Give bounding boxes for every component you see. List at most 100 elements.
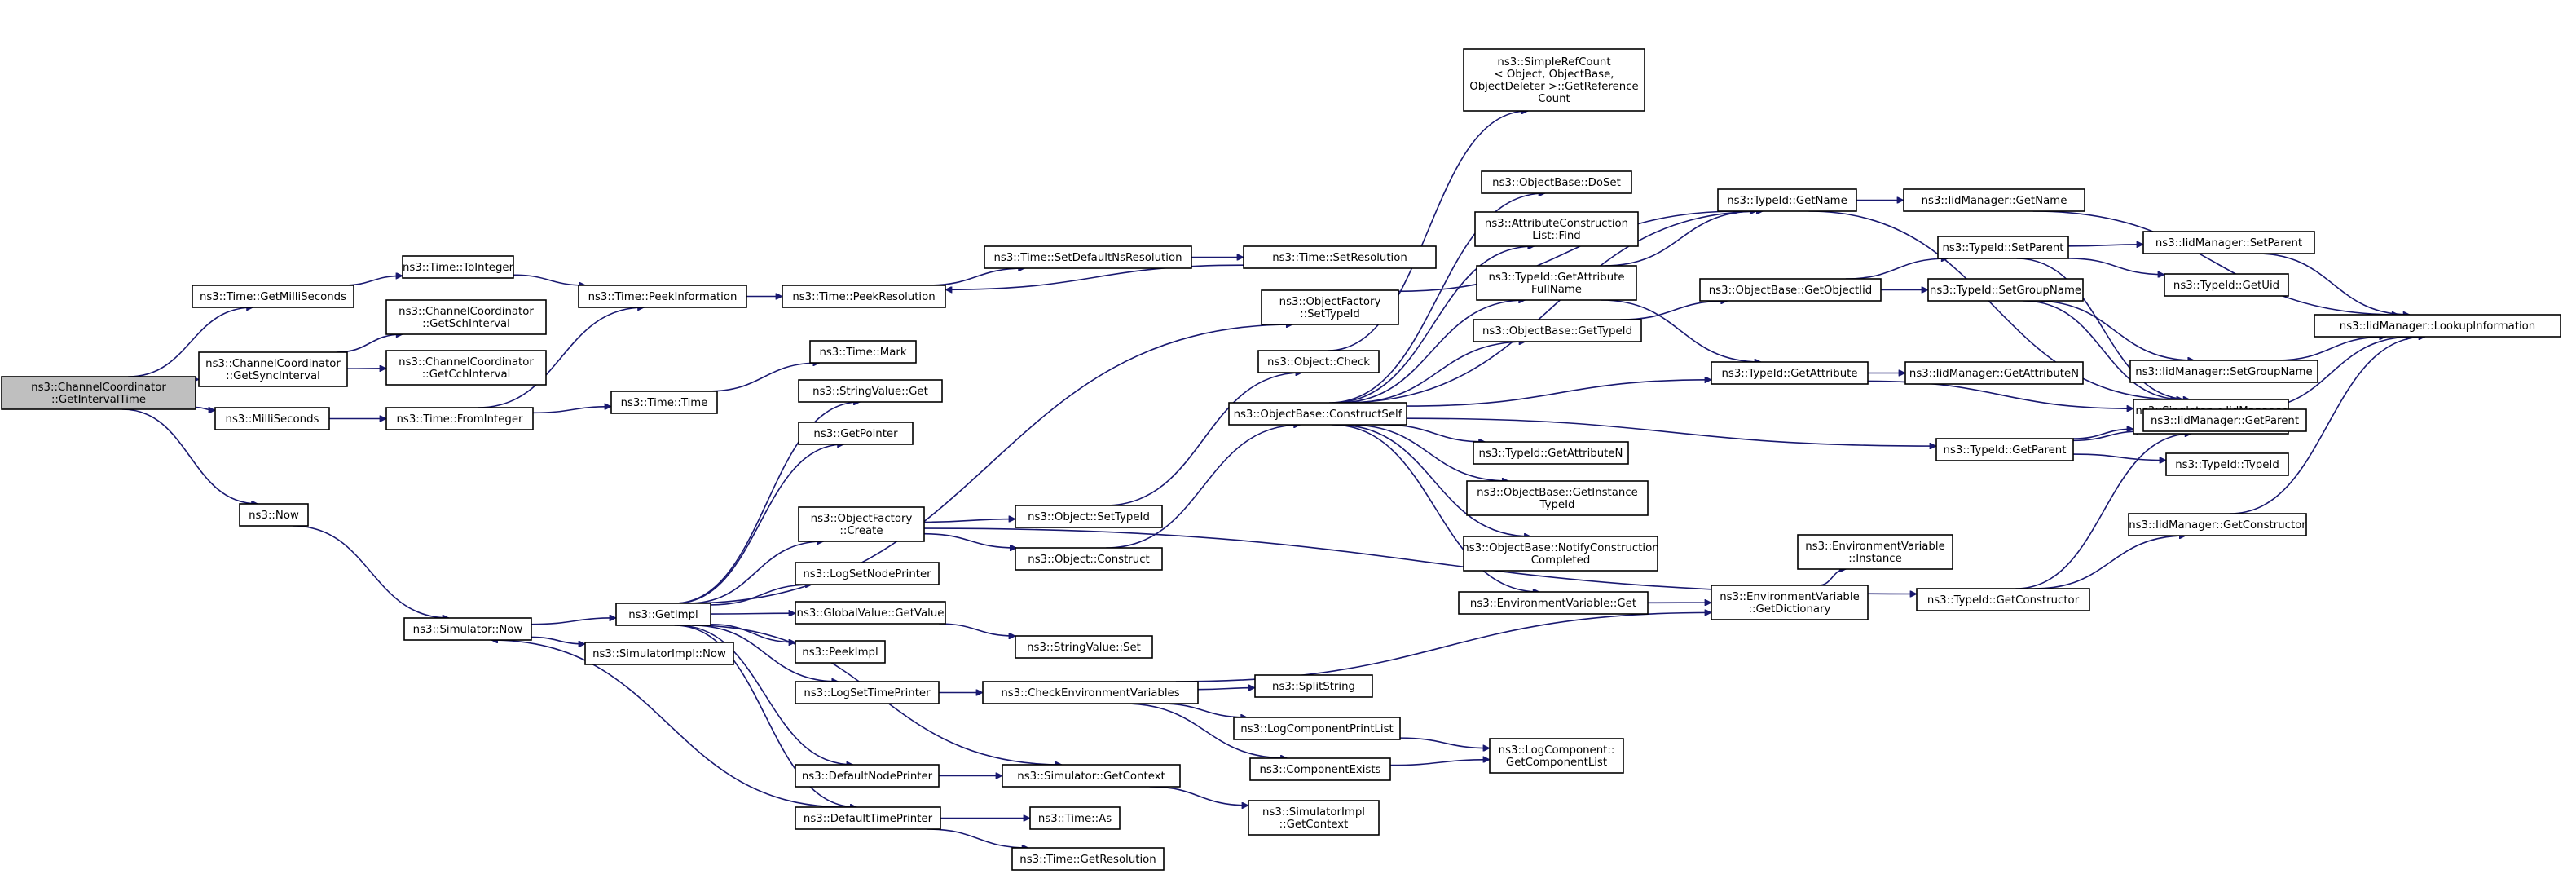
node-label: List::Find: [1532, 230, 1580, 242]
node-box: [1254, 674, 1373, 698]
node-logtimeprinter[interactable]: ns3::LogSetTimePrinter: [795, 681, 940, 704]
node-defnodeprinter[interactable]: ns3::DefaultNodePrinter: [795, 764, 940, 788]
node-tidgetuid[interactable]: ns3::TypeId::GetUid: [2164, 273, 2289, 297]
node-tidgetconstructor[interactable]: ns3::TypeId::GetConstructor: [1916, 588, 2090, 611]
node-obdoset[interactable]: ns3::ObjectBase::DoSet: [1481, 170, 1632, 194]
edge-tidgetconstructor-to-iidgetconstructor: [2034, 536, 2186, 589]
node-label: ns3::ObjectBase::ConstructSelf: [1234, 408, 1402, 421]
node-simimplgetcontext[interactable]: ns3::SimulatorImpl::GetContext: [1248, 800, 1380, 836]
node-label: ns3::TypeId::TypeId: [2175, 459, 2279, 471]
node-label: ns3::Simulator::Now: [413, 624, 523, 636]
node-timegetres[interactable]: ns3::Time::GetResolution: [1011, 847, 1165, 871]
node-getcch[interactable]: ns3::ChannelCoordinator::GetCchInterval: [385, 350, 547, 386]
node-iidsetparent[interactable]: ns3::IidManager::SetParent: [2142, 231, 2315, 254]
node-envget[interactable]: ns3::EnvironmentVariable::Get: [1458, 591, 1649, 615]
node-root[interactable]: ns3::ChannelCoordinator::GetIntervalTime: [1, 376, 196, 410]
node-box: [809, 340, 917, 364]
node-ofsettypeid[interactable]: ns3::ObjectFactory::SetTypeId: [1261, 289, 1399, 325]
node-obgettypeid[interactable]: ns3::ObjectBase::GetTypeId: [1473, 319, 1642, 342]
node-gvgetvalue[interactable]: ns3::GlobalValue::GetValue: [795, 601, 946, 625]
node-timetime[interactable]: ns3::Time::Time: [610, 391, 718, 414]
node-iidgetname[interactable]: ns3::IidManager::GetName: [1903, 188, 2085, 212]
node-getmilli[interactable]: ns3::Time::GetMilliSeconds: [192, 285, 354, 308]
node-timemark[interactable]: ns3::Time::Mark: [809, 340, 917, 364]
edge-tidsetparent-to-iidsetparent: [2067, 245, 2143, 246]
edge-iidsetparent-to-iidlookupinfo: [2256, 253, 2410, 315]
edge-logcompprint-to-logcompgetlist: [1399, 737, 1490, 748]
node-box: [198, 351, 348, 387]
node-tidgetname[interactable]: ns3::TypeId::GetName: [1717, 188, 1857, 212]
node-setres[interactable]: ns3::Time::SetResolution: [1243, 245, 1437, 269]
node-box: [1015, 505, 1163, 528]
edge-tidgetattrfullname-to-tidgetname: [1604, 211, 1757, 267]
edge-tidgetconstructor-to-singletonget: [2015, 434, 2191, 589]
node-label: ns3::AttributeConstruction: [1485, 218, 1628, 230]
node-tidsetparent[interactable]: ns3::TypeId::SetParent: [1937, 236, 2069, 259]
node-getpointer[interactable]: ns3::GetPointer: [798, 422, 914, 445]
node-obgetobjecttid[interactable]: ns3::ObjectBase::GetObjectIid: [1699, 278, 1882, 302]
node-label: ns3::IidManager::LookupInformation: [2340, 320, 2535, 333]
node-obnotifyconst[interactable]: ns3::ObjectBase::NotifyConstructionCompl…: [1462, 536, 1659, 572]
node-iidsetgroupname[interactable]: ns3::IidManager::SetGroupName: [2129, 360, 2318, 383]
node-label: ::GetDictionary: [1749, 603, 1831, 616]
node-lognodeprinter[interactable]: ns3::LogSetNodePrinter: [795, 562, 940, 585]
node-tidtypeid[interactable]: ns3::TypeId::TypeId: [2165, 452, 2289, 476]
node-iidgetattrn[interactable]: ns3::IidManager::GetAttributeN: [1904, 361, 2084, 385]
node-deftimeprinter[interactable]: ns3::DefaultTimePrinter: [795, 806, 941, 830]
node-peekinfo[interactable]: ns3::Time::PeekInformation: [578, 285, 747, 308]
node-envgetdict[interactable]: ns3::EnvironmentVariable::GetDictionary: [1711, 585, 1869, 620]
node-getsch[interactable]: ns3::ChannelCoordinator::GetSchInterval: [385, 299, 547, 335]
node-peekimpl[interactable]: ns3::PeekImpl: [795, 640, 886, 664]
node-getimpl[interactable]: ns3::GetImpl: [615, 603, 711, 626]
node-tidsetgroupname[interactable]: ns3::TypeId::SetGroupName: [1927, 278, 2084, 302]
node-tidgetattr[interactable]: ns3::TypeId::GetAttribute: [1711, 361, 1869, 385]
node-label: ObjectDeleter >::GetReference: [1469, 81, 1638, 93]
node-obconstructself[interactable]: ns3::ObjectBase::ConstructSelf: [1228, 402, 1407, 426]
node-simplerefcount[interactable]: ns3::SimpleRefCount< Object, ObjectBase,…: [1463, 48, 1645, 112]
node-label: ns3::Time::SetDefaultNsResolution: [993, 252, 1182, 264]
node-now[interactable]: ns3::Now: [239, 503, 309, 527]
node-box: [1476, 265, 1637, 301]
node-envinstance[interactable]: ns3::EnvironmentVariable::Instance: [1797, 534, 1953, 570]
node-box: [403, 617, 532, 641]
node-box: [795, 640, 886, 664]
node-label: ns3::GetImpl: [628, 609, 698, 621]
node-stringvalueget[interactable]: ns3::StringValue::Get: [798, 379, 943, 403]
node-splitstring[interactable]: ns3::SplitString: [1254, 674, 1373, 698]
node-timeas[interactable]: ns3::Time::As: [1029, 806, 1121, 830]
node-milliseconds[interactable]: ns3::MilliSeconds: [214, 407, 330, 430]
node-label: ns3::ChannelCoordinator: [205, 358, 341, 370]
edge-getimpl-to-logtimeprinter: [692, 625, 839, 682]
node-checkenv[interactable]: ns3::CheckEnvironmentVariables: [982, 681, 1199, 704]
node-objcheck[interactable]: ns3::Object::Check: [1257, 350, 1380, 373]
node-iidlookupinfo[interactable]: ns3::IidManager::LookupInformation: [2314, 314, 2561, 338]
node-objconstruct[interactable]: ns3::Object::Construct: [1015, 547, 1163, 571]
node-iidgetconstructor[interactable]: ns3::IidManager::GetConstructor: [2128, 513, 2307, 536]
node-frominteger[interactable]: ns3::Time::FromInteger: [385, 407, 534, 430]
edge-peekres-to-setdefns: [927, 268, 1024, 286]
node-label: ns3::GetPointer: [813, 428, 898, 440]
node-simnow[interactable]: ns3::Simulator::Now: [403, 617, 532, 641]
node-logcompgetlist[interactable]: ns3::LogComponent::GetComponentList: [1489, 738, 1624, 774]
edge-getimpl-to-ofsettypeid: [687, 324, 1292, 604]
node-stringvalueset[interactable]: ns3::StringValue::Set: [1015, 635, 1153, 659]
node-getsync[interactable]: ns3::ChannelCoordinator::GetSyncInterval: [198, 351, 348, 387]
node-simgetcontext[interactable]: ns3::Simulator::GetContext: [1002, 764, 1181, 788]
node-iidgetparent[interactable]: ns3::IidManager::GetParent: [2142, 408, 2307, 432]
node-label: ns3::SimpleRefCount: [1497, 56, 1610, 68]
node-compexists[interactable]: ns3::ComponentExists: [1249, 757, 1391, 781]
edge-obgettypeid-to-obgetobjecttid: [1620, 301, 1728, 320]
node-tointeger[interactable]: ns3::Time::ToInteger: [402, 255, 514, 279]
node-setdefns[interactable]: ns3::Time::SetDefaultNsResolution: [984, 245, 1192, 269]
node-peekres[interactable]: ns3::Time::PeekResolution: [782, 285, 946, 308]
node-ofcreate[interactable]: ns3::ObjectFactory::Create: [798, 506, 925, 542]
node-box: [615, 603, 711, 626]
node-simimplnow[interactable]: ns3::SimulatorImpl::Now: [584, 642, 734, 665]
node-tidgetattrn[interactable]: ns3::TypeId::GetAttributeN: [1473, 441, 1629, 465]
node-tidgetparent[interactable]: ns3::TypeId::GetParent: [1935, 438, 2074, 461]
node-logcompprint[interactable]: ns3::LogComponentPrintList: [1233, 717, 1401, 740]
node-objsettypeid[interactable]: ns3::Object::SetTypeId: [1015, 505, 1163, 528]
